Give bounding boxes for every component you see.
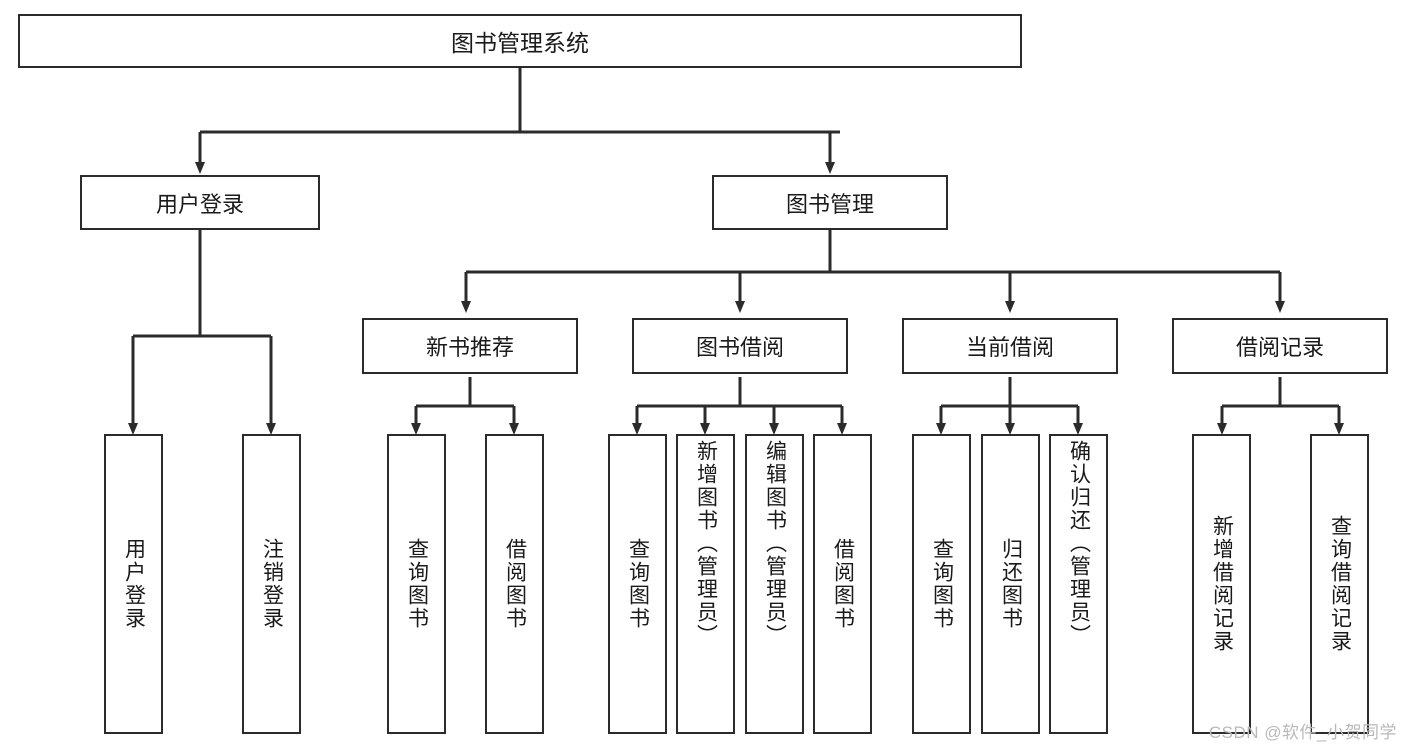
leaf-query-book-borrow[interactable]: 查询图书 xyxy=(608,434,667,734)
node-book-management[interactable]: 图书管理 xyxy=(712,175,948,230)
leaf-label: 查询借阅记录 xyxy=(1328,515,1352,653)
node-label: 借阅记录 xyxy=(1235,335,1324,360)
leaf-add-book-admin[interactable]: 新增图书（管理员） xyxy=(676,434,735,734)
leaf-label: 查询图书 xyxy=(405,538,429,630)
leaf-add-borrow-record[interactable]: 新增借阅记录 xyxy=(1192,434,1251,734)
node-new-book-recommend[interactable]: 新书推荐 xyxy=(362,318,578,374)
node-borrow-record[interactable]: 借阅记录 xyxy=(1172,318,1388,374)
leaf-label: 借阅图书 xyxy=(503,538,527,630)
leaf-query-borrow-record[interactable]: 查询借阅记录 xyxy=(1310,434,1369,734)
leaf-borrow-book[interactable]: 借阅图书 xyxy=(813,434,872,734)
leaf-label: 新增图书（管理员） xyxy=(694,440,718,647)
leaf-label: 归还图书 xyxy=(999,538,1023,630)
leaf-confirm-return-admin[interactable]: 确认归还（管理员） xyxy=(1049,434,1108,734)
node-label: 新书推荐 xyxy=(425,335,514,360)
leaf-label: 查询图书 xyxy=(930,538,954,630)
node-label: 用户登录 xyxy=(155,191,244,217)
leaf-user-logout[interactable]: 注销登录 xyxy=(242,434,301,734)
leaf-edit-book-admin[interactable]: 编辑图书（管理员） xyxy=(745,434,804,734)
node-user-login[interactable]: 用户登录 xyxy=(80,175,320,230)
leaf-user-login[interactable]: 用户登录 xyxy=(104,434,163,734)
leaf-borrow-book-newbook[interactable]: 借阅图书 xyxy=(485,434,544,734)
leaf-return-book[interactable]: 归还图书 xyxy=(981,434,1040,734)
leaf-query-book-newbook[interactable]: 查询图书 xyxy=(387,434,446,734)
node-root-system[interactable]: 图书管理系统 xyxy=(18,14,1022,68)
node-label: 图书管理 xyxy=(785,191,874,217)
node-label: 图书管理系统 xyxy=(451,30,589,56)
leaf-query-book-current[interactable]: 查询图书 xyxy=(912,434,971,734)
leaf-label: 确认归还（管理员） xyxy=(1067,440,1091,647)
leaf-label: 用户登录 xyxy=(122,538,146,630)
leaf-label: 新增借阅记录 xyxy=(1210,515,1234,653)
node-label: 图书借阅 xyxy=(695,335,784,360)
csdn-watermark: CSDN @软件_小贺同学 xyxy=(1208,723,1397,742)
leaf-label: 查询图书 xyxy=(626,538,650,630)
node-book-borrow[interactable]: 图书借阅 xyxy=(632,318,848,374)
node-label: 当前借阅 xyxy=(965,335,1054,360)
node-current-borrow[interactable]: 当前借阅 xyxy=(902,318,1118,374)
leaf-label: 编辑图书（管理员） xyxy=(763,440,787,647)
leaf-label: 借阅图书 xyxy=(831,538,855,630)
leaf-label: 注销登录 xyxy=(260,538,284,630)
